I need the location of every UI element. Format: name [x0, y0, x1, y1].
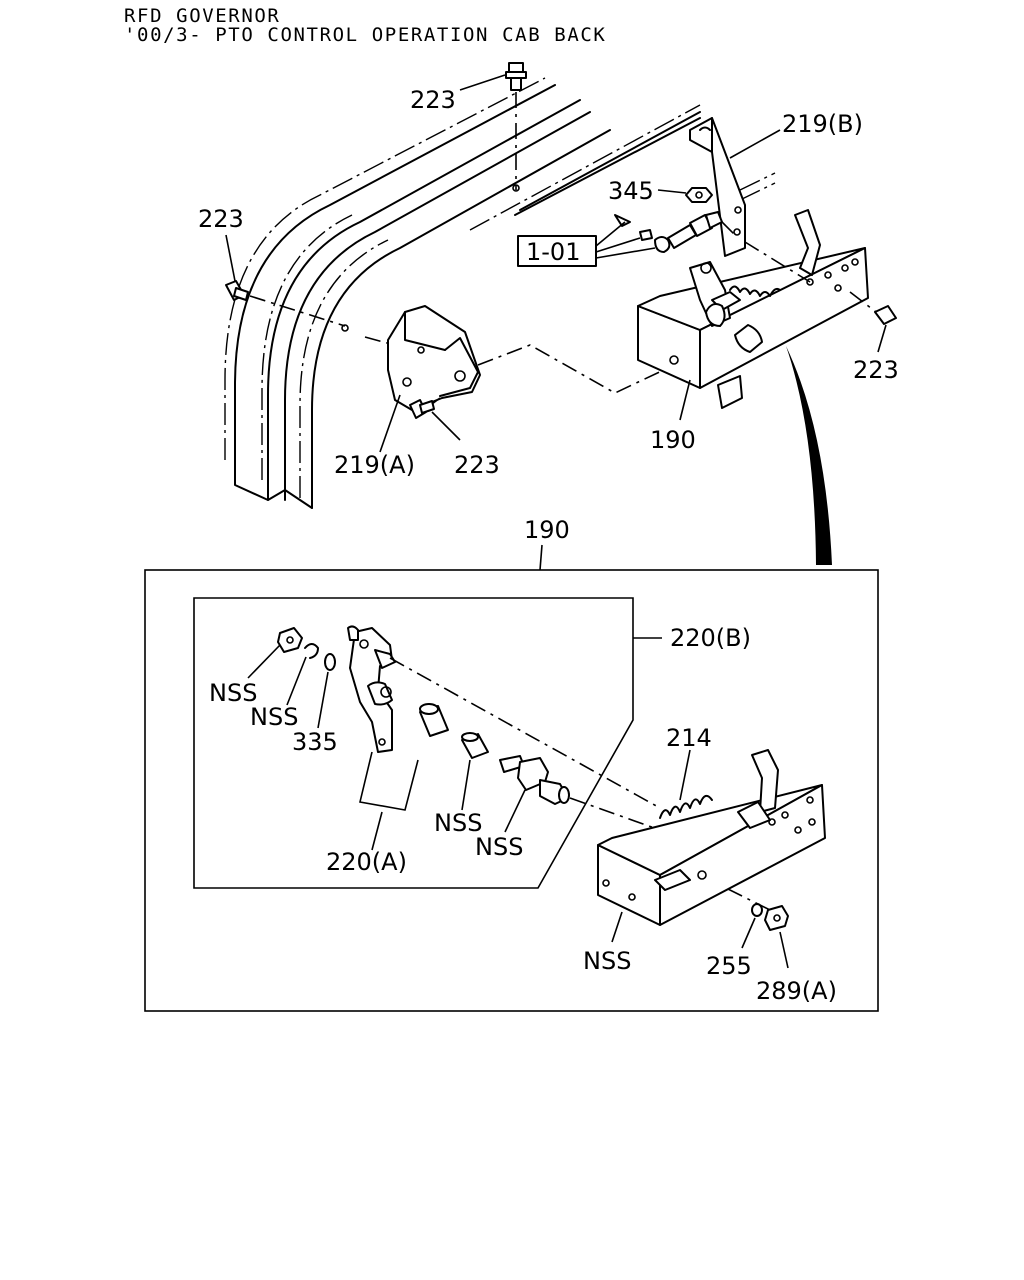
bushing-nss-large — [419, 703, 449, 737]
lever-220a — [347, 625, 396, 753]
label-nss-nut: NSS — [209, 679, 257, 707]
diagram-title: RFD GOVERNOR — [124, 5, 281, 27]
washer-255 — [751, 903, 763, 917]
cable-rod-1-01 — [614, 211, 736, 253]
bushing-nss-small — [461, 732, 489, 759]
detail-frame-190 — [144, 569, 879, 1012]
nut-345 — [685, 187, 713, 203]
alignment-line-b — [569, 797, 661, 831]
bolt-223-top — [505, 62, 527, 192]
label-289a: 289(A) — [756, 977, 837, 1005]
label-220a: 220(A) — [326, 848, 407, 876]
washer-335 — [324, 653, 336, 671]
label-nss-bushing: NSS — [434, 809, 482, 837]
bolt-223-left — [225, 280, 421, 353]
assembly-190 — [637, 209, 869, 409]
diagram-subtitle: '00/3- PTO CONTROL OPERATION CAB BACK — [124, 24, 607, 46]
clip-nss — [304, 643, 319, 659]
cab-back-panel — [224, 77, 776, 509]
label-223-bottom: 223 — [454, 451, 500, 479]
label-nss-bracket: NSS — [583, 947, 631, 975]
label-nss-clip: NSS — [250, 703, 298, 731]
label-223-top: 223 — [410, 86, 456, 114]
nut-nss — [277, 627, 303, 653]
label-nss-rod-end: NSS — [475, 833, 523, 861]
label-223-left: 223 — [198, 205, 244, 233]
label-1-01: 1-01 — [526, 238, 580, 266]
bracket-219b — [689, 117, 746, 257]
sub-assembly-frame-220b — [193, 597, 634, 889]
label-345: 345 — [608, 177, 654, 205]
label-219a: 219(A) — [334, 451, 415, 479]
label-335: 335 — [292, 728, 338, 756]
label-190-detail: 190 — [524, 516, 570, 544]
label-190-top: 190 — [650, 426, 696, 454]
bracket-219a — [387, 305, 481, 411]
bolt-223-right — [849, 291, 897, 325]
bracket-nss — [597, 749, 826, 926]
bolt-223-bottom — [409, 397, 441, 419]
rod-centerline — [744, 241, 811, 283]
alignment-line-a — [389, 657, 661, 809]
label-214: 214 — [666, 724, 712, 752]
detail-pointer-arrow — [786, 346, 832, 565]
mount-centerline — [477, 344, 669, 394]
callout-box-1-01 — [517, 235, 597, 267]
label-220b: 220(B) — [670, 624, 751, 652]
label-255: 255 — [706, 952, 752, 980]
label-223-right: 223 — [853, 356, 899, 384]
spring-214 — [659, 794, 713, 819]
nut-289a — [764, 905, 789, 931]
label-219b: 219(B) — [782, 110, 863, 138]
leader-220a-bracket — [359, 751, 419, 811]
rod-end-nss — [499, 755, 570, 805]
